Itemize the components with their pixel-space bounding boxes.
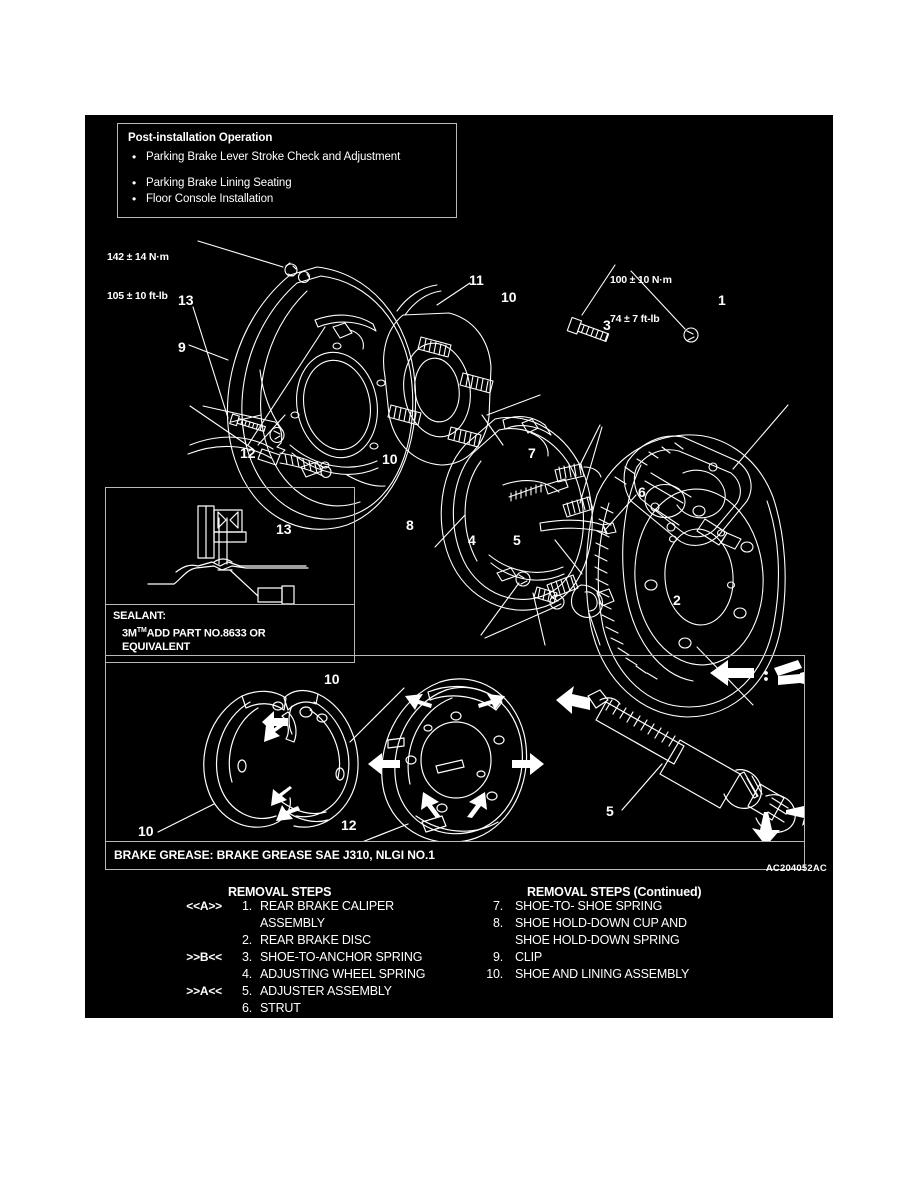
list-item: • Parking Brake Lever Stroke Check and Ad… [128, 149, 446, 165]
sealant-note-line2: 3MTMADD PART NO.8633 OR [113, 624, 266, 641]
bullet-icon: • [132, 176, 137, 190]
callout-10-upper: 10 [501, 289, 517, 305]
callout-13-inset: 13 [276, 521, 292, 537]
step-text: SHOE-TO- SHOE SPRING [515, 899, 663, 913]
step-row: >>A<< 5. ADJUSTER ASSEMBLY [90, 984, 470, 1001]
step-row: SHOE HOLD-DOWN SPRING [505, 933, 835, 950]
callout-4: 4 [468, 532, 476, 548]
step-mark: >>B<< [186, 950, 222, 964]
grease-note-bar: BRAKE GREASE: BRAKE GREASE SAE J310, NLG… [106, 841, 804, 869]
step-text: ADJUSTING WHEEL SPRING [260, 967, 426, 981]
step-number: 3. [241, 950, 252, 964]
drawing-code: AC204052AC [765, 863, 827, 874]
step-text: STRUT [260, 1001, 301, 1015]
callout-7: 7 [528, 445, 536, 461]
step-number: 9. [492, 950, 503, 964]
sealant-part: ADD PART NO.8633 OR [146, 627, 266, 640]
step-number: 10. [486, 967, 503, 981]
callout-5-adjuster: 5 [606, 803, 614, 819]
callout-1: 1 [718, 292, 726, 308]
callout-8: 8 [406, 517, 414, 533]
step-mark: <<A>> [186, 899, 222, 913]
step-row: 10. SHOE AND LINING ASSEMBLY [486, 967, 835, 984]
grease-application-panel: 10 10 12 5 BRAKE GREASE: BRAKE GREASE SA… [105, 655, 805, 870]
sealant-brand: 3M [122, 627, 137, 640]
trademark-icon: TM [136, 626, 147, 634]
torque-spec-2-nm: 100 ± 10 N·m [610, 274, 672, 286]
bullet-icon: • [132, 150, 137, 164]
step-number: 7. [492, 899, 503, 913]
step-row: 7. SHOE-TO- SHOE SPRING [493, 899, 835, 916]
sealant-note-line3: EQUIVALENT [122, 640, 191, 653]
callout-5: 5 [513, 532, 521, 548]
service-manual-page: Post-installation Operation • Parking Bra… [85, 115, 833, 1018]
removal-steps-left: REMOVAL STEPS <<A>> 1. REAR BRAKE CALIPE… [90, 885, 470, 1018]
callout-12: 12 [240, 445, 256, 461]
step-number: 6. [241, 1001, 252, 1015]
step-text: SHOE-TO-ANCHOR SPRING [260, 950, 423, 964]
sealant-note: SEALANT: 3MTMADD PART NO.8633 OR EQUIVAL… [113, 610, 266, 654]
callout-10-lower: 10 [382, 451, 398, 467]
exploded-view-illustration [187, 240, 789, 718]
removal-steps-continued-header: REMOVAL STEPS (Continued) [527, 885, 702, 899]
panel-divider [106, 604, 354, 605]
step-row: 2. REAR BRAKE DISC [90, 933, 470, 950]
callout-6: 6 [638, 484, 646, 500]
post-installation-box: Post-installation Operation • Parking Bra… [117, 123, 457, 218]
step-text: CLIP [515, 950, 542, 964]
torque-spec-2-ftlb: 74 ± 7 ft-lb [610, 313, 660, 325]
bullet-icon: • [132, 192, 137, 206]
removal-steps-right: REMOVAL STEPS (Continued) 7. SHOE-TO- SH… [486, 885, 835, 984]
step-row: >>B<< 3. SHOE-TO-ANCHOR SPRING [90, 950, 470, 967]
step-number: 4. [241, 967, 252, 981]
post-installation-list: • Parking Brake Lever Stroke Check and Ad… [128, 149, 446, 207]
grease-note-text: BRAKE GREASE: BRAKE GREASE SAE J310, NLG… [114, 848, 435, 862]
torque-spec-2: 100 ± 10 N·m 74 ± 7 ft-lb [610, 248, 672, 352]
torque-spec-1-nm: 142 ± 14 N·m [107, 251, 169, 263]
step-mark: >>A<< [186, 984, 222, 998]
step-row: 8. SHOE HOLD-DOWN CUP AND [493, 916, 835, 933]
callout-9: 9 [178, 339, 186, 355]
step-text: REAR BRAKE CALIPER [260, 899, 394, 913]
sealant-detail-panel: 13 SEALANT: 3MTMADD PART NO.8633 OR EQUI… [105, 487, 355, 663]
callout-11: 11 [469, 272, 484, 288]
callout-13: 13 [178, 292, 194, 308]
step-text: REAR BRAKE DISC [260, 933, 371, 947]
callout-3: 3 [603, 317, 611, 333]
grease-application-illustration [157, 660, 804, 842]
callout-10-shoe-right: 10 [324, 671, 340, 687]
step-row: 6. STRUT [90, 1001, 470, 1018]
sealant-note-line1: SEALANT: [113, 610, 166, 622]
step-row: 9. CLIP [493, 950, 835, 967]
step-row: ASSEMBLY [90, 916, 470, 933]
post-install-item-2: Floor Console Installation [146, 193, 274, 205]
step-text: SHOE HOLD-DOWN CUP AND [515, 916, 687, 930]
post-install-item-0: Parking Brake Lever Stroke Check and Adj… [146, 151, 401, 163]
torque-spec-1: 142 ± 14 N·m 105 ± 10 ft-lb [107, 225, 169, 329]
step-text: ADJUSTER ASSEMBLY [260, 984, 392, 998]
step-text: SHOE HOLD-DOWN SPRING [515, 933, 680, 947]
callout-2: 2 [673, 592, 681, 608]
step-row: <<A>> 1. REAR BRAKE CALIPER [90, 899, 470, 916]
post-installation-title: Post-installation Operation [128, 132, 273, 144]
list-item: • Parking Brake Lining Seating [128, 175, 446, 191]
callout-10-shoe-left: 10 [138, 823, 154, 839]
step-number: 2. [241, 933, 252, 947]
step-text: SHOE AND LINING ASSEMBLY [515, 967, 690, 981]
step-number: 8. [492, 916, 503, 930]
torque-spec-1-ftlb: 105 ± 10 ft-lb [107, 290, 168, 302]
list-item: • Floor Console Installation [128, 191, 446, 207]
post-install-item-1: Parking Brake Lining Seating [146, 177, 292, 189]
step-number: 5. [241, 984, 252, 998]
callout-12-plate: 12 [341, 817, 357, 833]
step-number: 1. [241, 899, 252, 913]
removal-steps-header: REMOVAL STEPS [228, 885, 332, 899]
sealant-detail-illustration [147, 505, 309, 604]
step-row: 4. ADJUSTING WHEEL SPRING [90, 967, 470, 984]
step-text: ASSEMBLY [260, 916, 325, 930]
